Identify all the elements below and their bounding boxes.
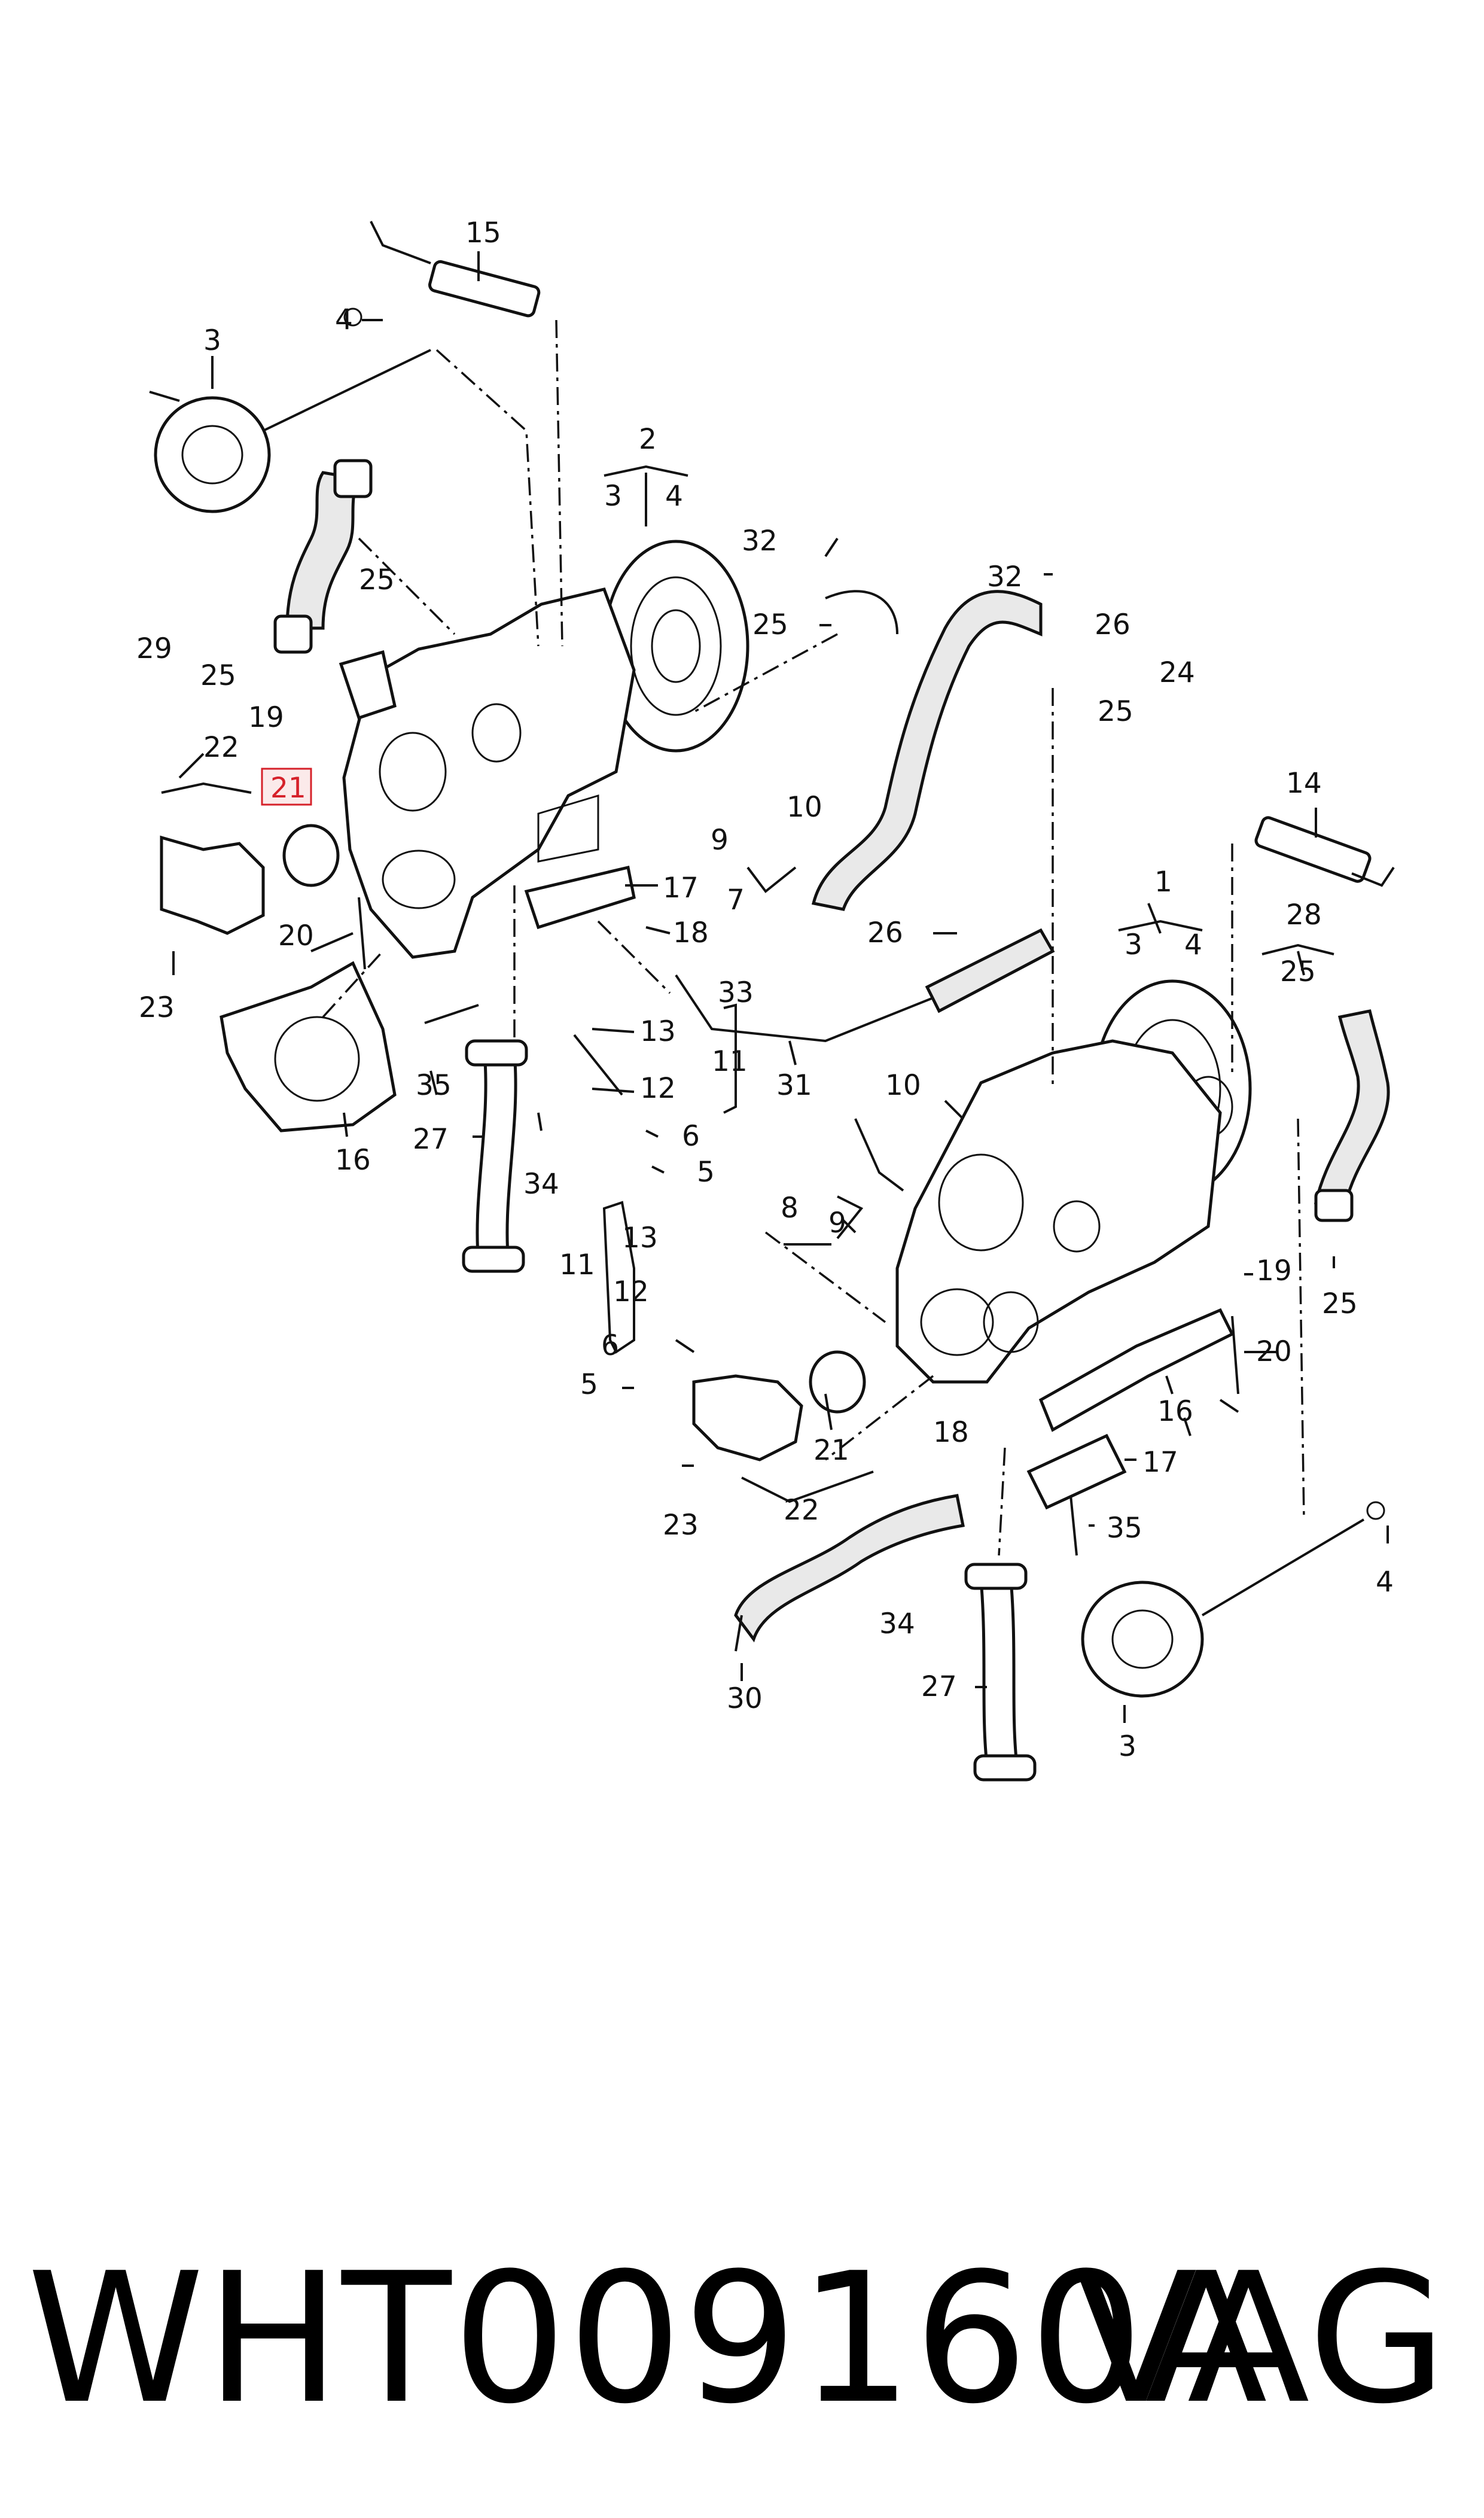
label-17-lower: 17: [1142, 1446, 1178, 1479]
upper-diverter-valve: [160, 835, 265, 935]
label-25-a: 25: [359, 564, 395, 596]
label-11-lower: 11: [559, 1249, 595, 1281]
label-22-lower: 22: [784, 1494, 819, 1527]
label-25-b: 25: [752, 608, 788, 641]
label-5-lower: 5: [580, 1368, 598, 1401]
label-18-lower: 18: [933, 1416, 969, 1449]
label-15-upper: 15: [465, 217, 501, 249]
label-34-upper: 34: [523, 1168, 559, 1201]
label-25-e: 25: [1280, 955, 1316, 988]
part-number: WHT009160A: [27, 2234, 1269, 2443]
label-26-lower: 26: [867, 917, 903, 949]
turbocharger-exploded-diagram: 15 3 4 2 3 4 32 32 25 25 26 24 25 29 25 …: [136, 217, 1395, 1782]
label-33: 33: [718, 976, 754, 1009]
label-17-upper: 17: [663, 872, 699, 905]
label-10-upper: 10: [787, 791, 822, 824]
label-35-lower: 35: [1107, 1512, 1142, 1545]
label-13-lower: 13: [622, 1222, 658, 1255]
label-8: 8: [781, 1192, 799, 1225]
label-32-upper-right: 32: [987, 561, 1023, 593]
label-3-upper-actuator: 3: [203, 324, 221, 357]
label-10-lower: 10: [885, 1069, 921, 1102]
label-1-sub-3: 3: [1125, 928, 1142, 961]
label-26-upper: 26: [1095, 608, 1130, 641]
upper-assembly: [149, 221, 1055, 1273]
footer: WHT009160A VAG: [0, 2225, 1484, 2518]
label-2-sub-3: 3: [604, 480, 622, 513]
label-25-c: 25: [1098, 695, 1133, 728]
label-28: 28: [1286, 899, 1322, 931]
label-9-upper: 9: [711, 824, 729, 857]
label-2-sub-4: 4: [665, 480, 683, 513]
lower-diverter-valve: [692, 1374, 803, 1462]
label-20-upper: 20: [278, 919, 314, 952]
label-7: 7: [727, 884, 745, 917]
label-25-d: 25: [200, 659, 236, 692]
label-11-upper: 11: [712, 1045, 748, 1078]
label-12-upper: 12: [640, 1072, 676, 1105]
label-1: 1: [1154, 866, 1172, 899]
label-23-upper: 23: [139, 991, 175, 1024]
label-31: 31: [776, 1069, 812, 1102]
label-27-upper: 27: [413, 1123, 449, 1156]
label-2: 2: [639, 423, 657, 456]
label-6-upper: 6: [682, 1120, 700, 1153]
label-6-lower: 6: [601, 1329, 619, 1362]
label-19-upper: 19: [248, 701, 284, 734]
label-1-sub-4: 4: [1184, 928, 1202, 961]
callout-labels: 15 3 4 2 3 4 32 32 25 25 26 24 25 29 25 …: [136, 217, 1394, 1763]
label-pointers: [161, 251, 1389, 1723]
label-5-upper: 5: [697, 1156, 715, 1189]
upper-turbine-housing: [342, 587, 636, 959]
label-9-lower: 9: [828, 1207, 846, 1240]
label-20-lower: 20: [1256, 1335, 1292, 1368]
label-13-upper: 13: [640, 1015, 676, 1048]
label-4-upper: 4: [335, 303, 353, 336]
upper-wastegate-actuator: [154, 396, 271, 513]
label-18-upper: 18: [673, 917, 709, 949]
label-12-lower: 12: [613, 1275, 649, 1308]
lower-wastegate-actuator: [1081, 1581, 1204, 1698]
label-32-upper-left: 32: [742, 525, 778, 558]
label-21-highlight-box: [261, 768, 312, 806]
leader-lines: [322, 319, 1305, 1556]
label-16-upper: 16: [335, 1144, 371, 1177]
label-27-lower: 27: [921, 1670, 957, 1703]
label-30: 30: [727, 1682, 763, 1715]
label-25-f: 25: [1322, 1287, 1358, 1320]
label-16-lower: 16: [1157, 1395, 1193, 1428]
brand-name: VAG: [1074, 2234, 1448, 2443]
label-22-upper: 22: [203, 731, 239, 764]
label-23-lower: 23: [663, 1509, 699, 1542]
label-19-lower: 19: [1256, 1255, 1292, 1287]
label-34-lower: 34: [879, 1607, 915, 1640]
label-24: 24: [1159, 656, 1195, 689]
label-29: 29: [136, 632, 172, 665]
label-21-upper: 21: [270, 772, 306, 805]
label-14: 14: [1286, 767, 1322, 800]
lower-assembly: [692, 816, 1395, 1782]
label-35-upper: 35: [416, 1069, 452, 1102]
label-3-lower-actuator: 3: [1119, 1730, 1136, 1763]
label-21-lower: 21: [813, 1434, 849, 1467]
label-4-lower: 4: [1376, 1566, 1394, 1599]
